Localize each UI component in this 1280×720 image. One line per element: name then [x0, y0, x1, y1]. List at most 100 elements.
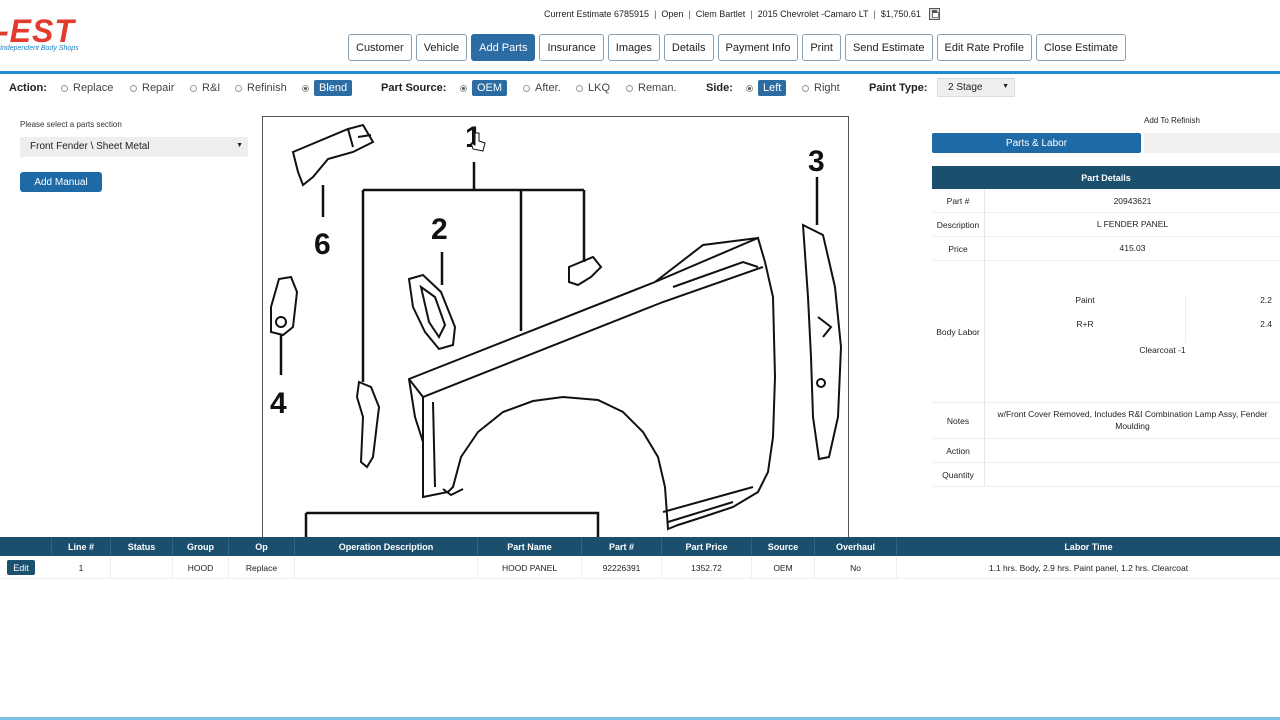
nav-payment-info-button[interactable]: Payment Info [717, 34, 799, 61]
source-radio-reman[interactable]: Reman. [626, 80, 677, 96]
column-header-part-price[interactable]: Part Price [662, 537, 752, 556]
estimate-total: $1,750.61 [880, 9, 921, 19]
radio-label: Replace [73, 82, 114, 94]
action-radio-blend[interactable]: Blend [302, 80, 353, 96]
callout-4: 4 [270, 387, 287, 420]
description-value: L FENDER PANEL [1096, 219, 1169, 229]
description-label: Description [932, 213, 985, 236]
part-source-label: Part Source: [381, 82, 447, 94]
source-radio-lkq[interactable]: LKQ [576, 80, 610, 96]
options-bar: Action: Replace Repair R&I Refinish Blen… [0, 78, 1280, 98]
cell-group: HOOD [173, 556, 229, 579]
detail-row-body-labor: Body Labor Paint 2.2 R+R 2.4 Clearcoat -… [932, 261, 1280, 403]
nav-close-estimate-button[interactable]: Close Estimate [1035, 34, 1126, 61]
column-header-op[interactable]: Op [229, 537, 295, 556]
edit-line-button[interactable]: Edit [7, 560, 35, 575]
cell-op: Replace [229, 556, 295, 579]
action-label: Action: [9, 82, 47, 94]
tab-refinish[interactable] [1144, 133, 1280, 153]
action-radio-ri[interactable]: R&I [190, 80, 220, 96]
labor-name: R+R [1076, 319, 1094, 329]
radio-label: LKQ [588, 82, 611, 94]
add-manual-button[interactable]: Add Manual [20, 172, 102, 192]
cell-line: 1 [52, 556, 111, 579]
separator: | [654, 9, 657, 19]
estimate-customer: Clem Bartlet [695, 9, 746, 19]
callout-3: 3 [808, 145, 825, 178]
nav-send-estimate-button[interactable]: Send Estimate [844, 34, 933, 61]
labor-value: 2.2 [1185, 295, 1280, 319]
clearcoat-value: Clearcoat -1 [1139, 345, 1186, 355]
radio-label: R&I [202, 82, 221, 94]
detail-row-price: Price 415.03 [932, 237, 1280, 261]
column-header-overhaul[interactable]: Overhaul [815, 537, 897, 556]
labor-row-paint: Paint 2.2 [985, 288, 1280, 319]
action-radio-repair[interactable]: Repair [130, 80, 174, 96]
nav-add-parts-button[interactable]: Add Parts [471, 34, 536, 61]
action-radio-refinish[interactable]: Refinish [235, 80, 287, 96]
side-radio-right[interactable]: Right [802, 80, 840, 96]
caret-down-icon: ▼ [236, 142, 243, 149]
nav-images-button[interactable]: Images [607, 34, 660, 61]
body-labor-label: Body Labor [932, 261, 985, 402]
side-label: Side: [706, 82, 733, 94]
column-header-part-name[interactable]: Part Name [478, 537, 582, 556]
parts-diagram[interactable]: 1 2 3 4 6 [262, 116, 849, 540]
radio-icon [130, 84, 137, 92]
column-header-operation-description[interactable]: Operation Description [295, 537, 478, 556]
tab-parts-labor[interactable]: Parts & Labor [932, 133, 1141, 153]
radio-label: Refinish [247, 82, 287, 94]
nav-vehicle-button[interactable]: Vehicle [415, 34, 468, 61]
nav-customer-button[interactable]: Customer [348, 34, 412, 61]
column-header-labor-time[interactable]: Labor Time [1064, 541, 1113, 552]
radio-label: Blend [314, 80, 353, 96]
action-field-label: Action [932, 439, 985, 462]
action-radio-replace[interactable]: Replace [61, 80, 113, 96]
column-header-status[interactable]: Status [111, 537, 173, 556]
radio-label: OEM [472, 80, 508, 96]
main-nav: Customer Vehicle Add Parts Insurance Ima… [348, 34, 1126, 61]
separator: | [873, 9, 876, 19]
source-radio-oem[interactable]: OEM [460, 80, 508, 96]
nav-insurance-button[interactable]: Insurance [539, 34, 604, 61]
separator: | [688, 9, 691, 19]
nav-edit-rate-profile-button[interactable]: Edit Rate Profile [936, 34, 1032, 61]
lines-table-header: Line # Status Group Op Operation Descrip… [0, 537, 1280, 556]
estimate-summary: Current Estimate 6785915 | Open | Clem B… [544, 8, 940, 20]
cell-operation-description [295, 556, 478, 579]
parts-section-select[interactable]: Front Fender \ Sheet Metal ▼ [20, 137, 248, 157]
add-to-refinish-label[interactable]: Add To Refinish [1144, 116, 1200, 125]
logo-tagline: Independent Body Shops [0, 45, 79, 52]
labor-name: Paint [1075, 295, 1095, 305]
detail-row-notes: Notes w/Front Cover Removed, Includes R&… [932, 403, 1280, 439]
column-header-line[interactable]: Line # [52, 537, 111, 556]
paint-type-label: Paint Type: [869, 82, 928, 94]
cell-overhaul: No [815, 556, 897, 579]
notes-label: Notes [932, 403, 985, 438]
radio-icon [802, 84, 809, 92]
part-number-label: Part # [932, 189, 985, 212]
callout-6: 6 [314, 228, 331, 261]
parts-diagram-drawing: 1 2 3 4 6 [270, 121, 843, 539]
paint-type-select[interactable]: 2 Stage ▼ [937, 78, 1015, 97]
nav-print-button[interactable]: Print [802, 34, 841, 61]
radio-icon [190, 84, 197, 92]
separator: | [750, 9, 753, 19]
parts-section-prompt: Please select a parts section [20, 120, 122, 129]
quantity-field-label: Quantity [932, 463, 985, 486]
nav-details-button[interactable]: Details [663, 34, 714, 61]
column-header-source[interactable]: Source [752, 537, 815, 556]
footer-divider [0, 717, 1280, 720]
source-radio-after[interactable]: After. [523, 80, 561, 96]
cell-part-price: 1352.72 [662, 556, 752, 579]
cell-labor-time: 1.1 hrs. Body, 2.9 hrs. Paint panel, 1.2… [988, 562, 1189, 573]
save-icon[interactable] [928, 8, 940, 20]
part-details-title: Part Details [932, 166, 1280, 189]
column-header-part-number[interactable]: Part # [582, 537, 662, 556]
radio-label: Right [814, 82, 840, 94]
caret-down-icon: ▼ [1002, 83, 1009, 90]
column-header-group[interactable]: Group [173, 537, 229, 556]
side-radio-left[interactable]: Left [746, 80, 787, 96]
brand-logo[interactable]: -EST Independent Body Shops [0, 14, 80, 58]
